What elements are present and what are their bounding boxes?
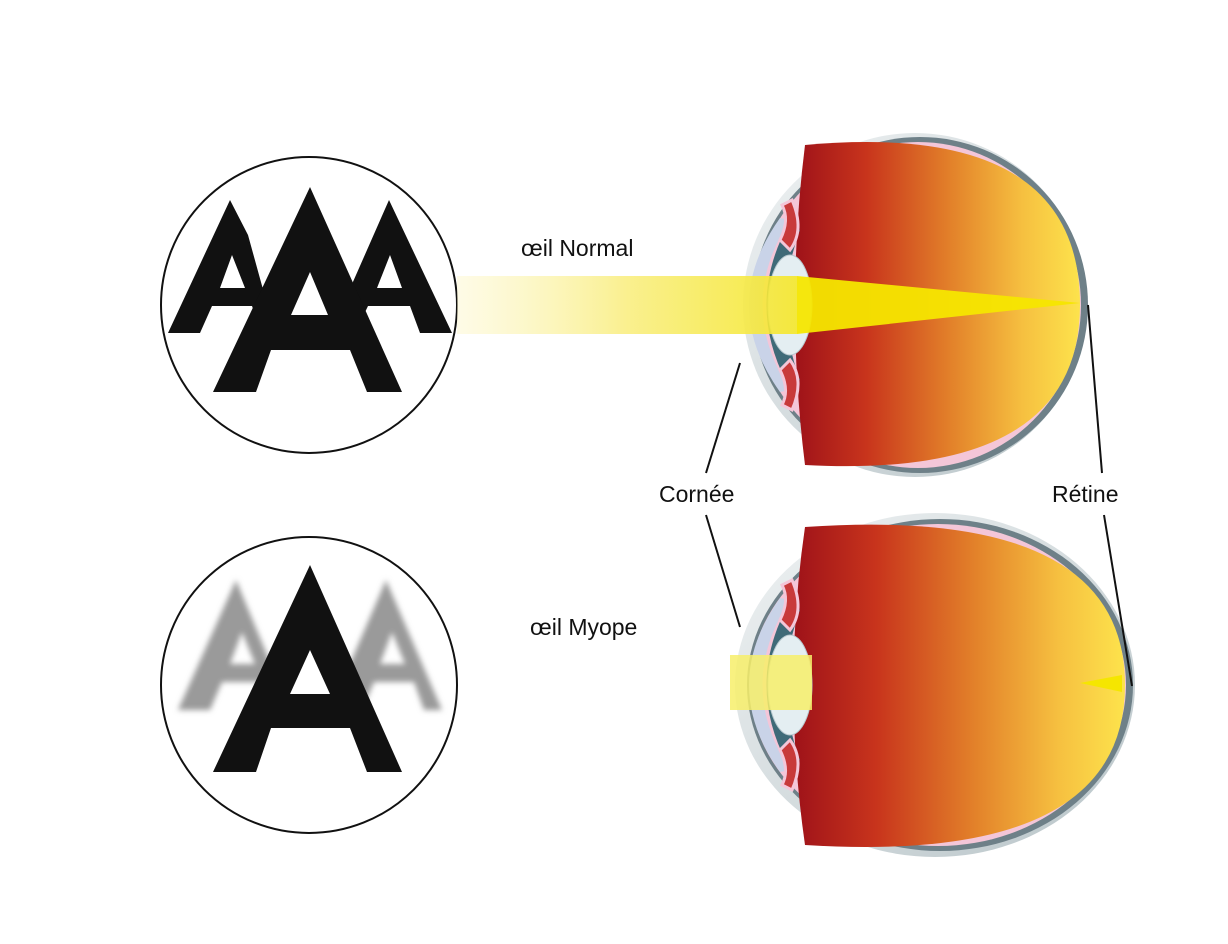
normal-eye-label: œil Normal bbox=[521, 235, 634, 261]
cornea-label: Cornée bbox=[659, 481, 735, 507]
myope-light-beam bbox=[730, 655, 1122, 710]
normal-light-beam bbox=[457, 276, 1080, 334]
normal-view-circle bbox=[160, 156, 458, 454]
myope-eye bbox=[735, 513, 1135, 857]
myope-view-circle bbox=[160, 536, 458, 834]
myope-eye-label: œil Myope bbox=[530, 614, 638, 640]
retina-label: Rétine bbox=[1052, 481, 1119, 507]
callout-lines bbox=[705, 304, 1133, 687]
